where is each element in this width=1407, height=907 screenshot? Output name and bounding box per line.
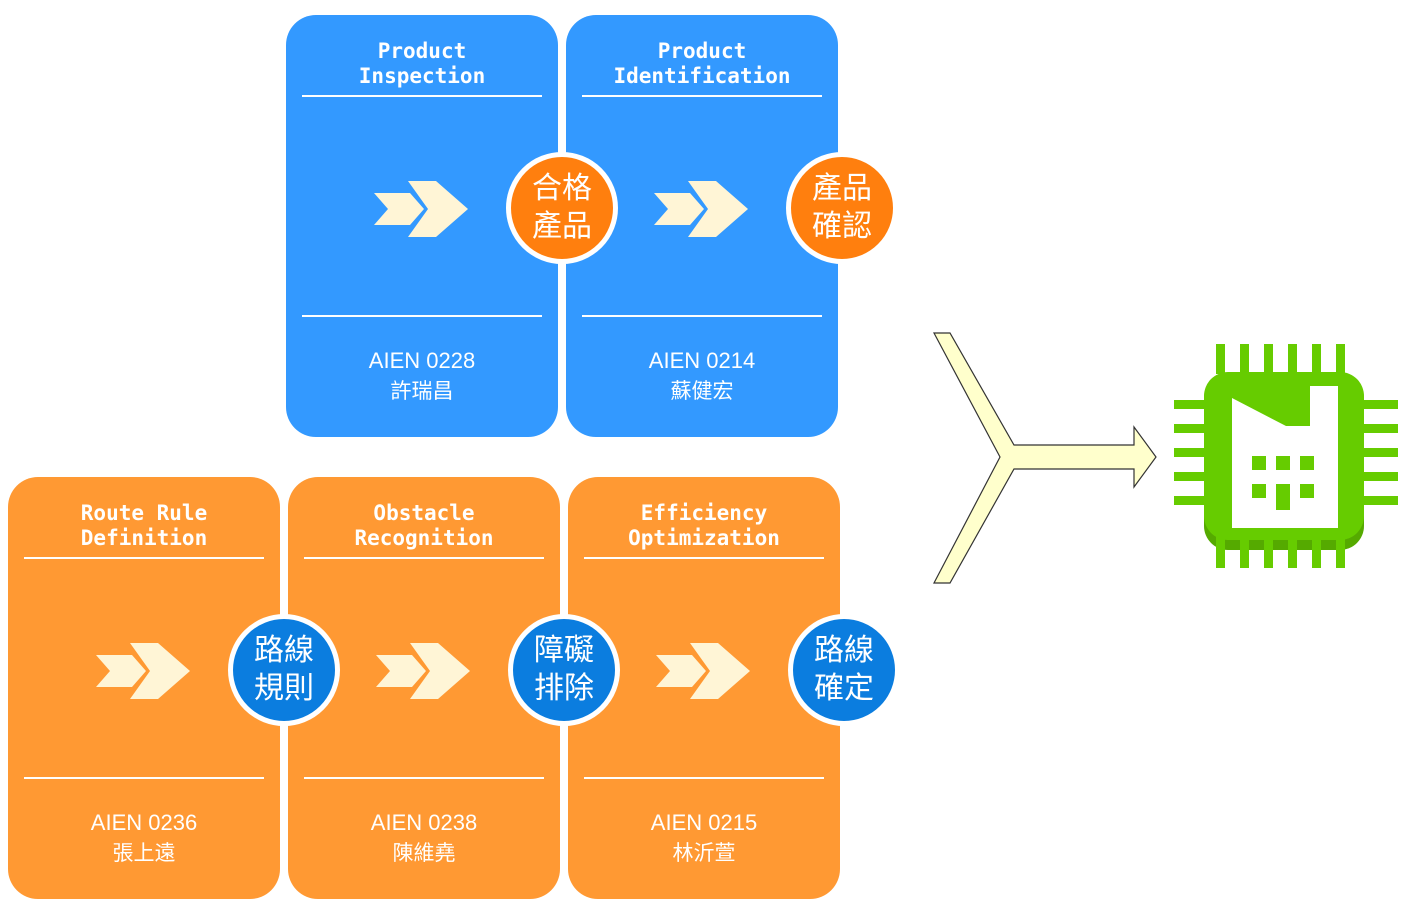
member-code: AIEN 0214 xyxy=(648,348,756,373)
step-badge: 障礙 排除 xyxy=(508,614,620,726)
member-code: AIEN 0238 xyxy=(370,810,478,835)
member-name: 陳維堯 xyxy=(392,841,456,865)
chevron-arrow-icon xyxy=(376,643,470,699)
divider xyxy=(582,95,822,97)
member-code: AIEN 0215 xyxy=(650,810,758,835)
member-name: 許瑞昌 xyxy=(390,379,454,403)
step-badge: 路線 確定 xyxy=(788,614,900,726)
member-code: AIEN 0236 xyxy=(90,810,198,835)
divider xyxy=(302,315,542,317)
member-name: 蘇健宏 xyxy=(670,379,734,403)
merge-arrow-icon xyxy=(933,332,1157,584)
divider xyxy=(584,777,824,779)
divider xyxy=(24,557,264,559)
chevron-arrow-icon xyxy=(654,181,748,237)
chevron-arrow-icon xyxy=(656,643,750,699)
card-title: Efficiency Optimization xyxy=(628,501,780,550)
step-badge: 產品 確認 xyxy=(786,152,898,264)
card-title: Product Inspection xyxy=(358,39,486,88)
member-name: 張上遠 xyxy=(112,841,176,865)
divider xyxy=(582,315,822,317)
factory-chip-icon xyxy=(1174,344,1398,568)
step-badge: 路線 規則 xyxy=(228,614,340,726)
divider xyxy=(304,777,544,779)
divider xyxy=(584,557,824,559)
step-badge: 合格 產品 xyxy=(506,152,618,264)
chevron-arrow-icon xyxy=(96,643,190,699)
card-title: Obstacle Recognition xyxy=(354,501,494,550)
member-code: AIEN 0228 xyxy=(368,348,476,373)
card-title: Product Identification xyxy=(613,39,791,88)
divider xyxy=(24,777,264,779)
member-name: 林沂萱 xyxy=(672,841,736,865)
divider xyxy=(304,557,544,559)
chevron-arrow-icon xyxy=(374,181,468,237)
card-title: Route Rule Definition xyxy=(80,501,208,550)
divider xyxy=(302,95,542,97)
